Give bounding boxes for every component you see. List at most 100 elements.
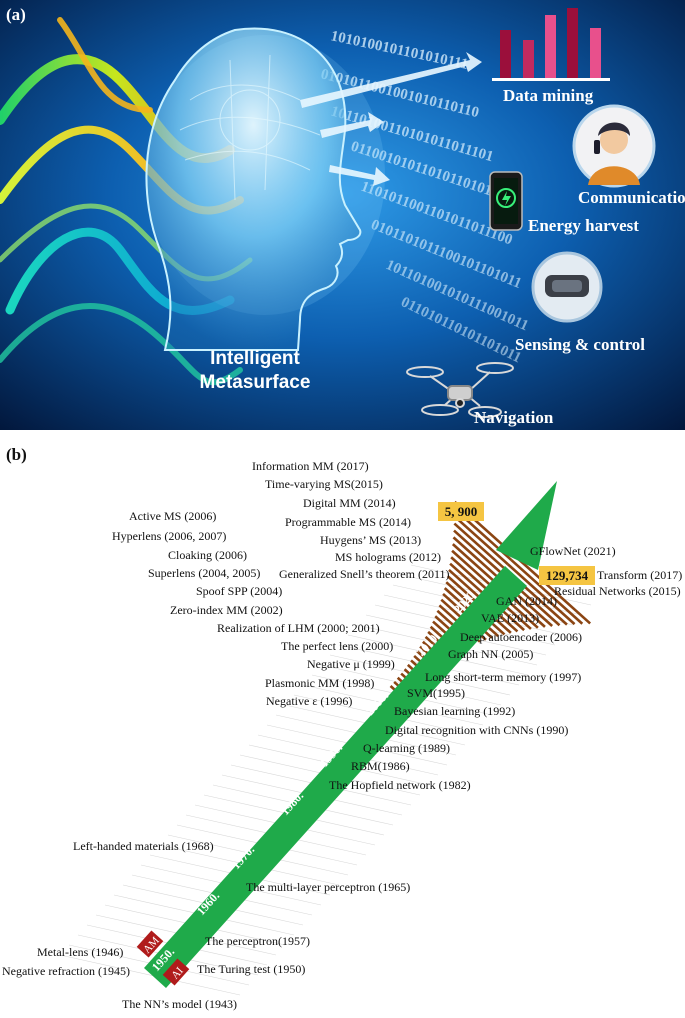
- app-label-data-mining: Data mining: [503, 86, 594, 105]
- vr-headset-icon: [531, 251, 603, 323]
- ai-milestone: Digital recognition with CNNs (1990): [385, 723, 568, 737]
- publication-bar: [421, 640, 433, 651]
- highlight-right-value: 129,734: [546, 568, 589, 583]
- mm-milestone: Information MM (2017): [252, 459, 369, 473]
- mm-milestone: Negative ε (1996): [266, 694, 352, 708]
- ai-milestone: The Hopfield network (1982): [329, 778, 471, 792]
- mm-milestone: Cloaking (2006): [168, 548, 247, 562]
- mm-milestone: Realization of LHM (2000; 2001): [217, 621, 380, 635]
- mm-milestone: Huygens’ MS (2013): [320, 533, 421, 547]
- ai-milestone: Graph NN (2005): [448, 647, 533, 661]
- panel-b-label: (b): [6, 445, 27, 464]
- data-mining-chart-icon: [492, 8, 610, 81]
- publication-bar: [451, 549, 491, 586]
- publication-bar: [446, 575, 476, 602]
- app-label-navigation: Navigation: [474, 408, 554, 427]
- panel-a-label: (a): [6, 5, 26, 24]
- ai-milestone: Bayesian learning (1992): [394, 704, 515, 718]
- publication-bar: [419, 645, 429, 655]
- publication-bar: [424, 635, 436, 647]
- ai-milestones: GFlowNet (2021) Transform (2017) Residua…: [122, 544, 682, 1011]
- publication-bar: [506, 563, 576, 626]
- ai-milestone: The perceptron(1957): [205, 934, 310, 948]
- app-label-sensing-control: Sensing & control: [515, 335, 645, 354]
- metamaterial-publication-bars: [389, 500, 516, 691]
- publication-bar: [450, 556, 487, 590]
- mm-milestone: Generalized Snell’s theorem (2011): [279, 567, 450, 581]
- mm-milestone: Negative μ (1999): [307, 657, 395, 671]
- ai-milestone: SVM(1995): [407, 686, 465, 700]
- publication-bar: [416, 650, 425, 659]
- publication-bar: [453, 529, 502, 574]
- publication-bar: [406, 663, 415, 671]
- publication-bar: [440, 598, 462, 618]
- mm-milestone: Zero-index MM (2002): [170, 603, 283, 617]
- ai-milestone: VAE (2013): [481, 611, 539, 625]
- communication-person-icon: [572, 104, 656, 188]
- publication-bar: [514, 555, 592, 625]
- mm-milestone: Hyperlens (2006, 2007): [112, 529, 226, 543]
- phone-charging-icon: [489, 171, 523, 231]
- panel-a-canvas: 1010100101101010111010101100100101011011…: [0, 0, 685, 430]
- publication-bar: [453, 522, 505, 570]
- guide-line: [59, 954, 241, 996]
- publication-bar: [448, 568, 480, 598]
- publication-bar: [403, 668, 411, 675]
- publication-bar: [510, 559, 584, 625]
- ai-milestone: Long short-term memory (1997): [425, 670, 581, 684]
- publication-bar: [438, 604, 458, 622]
- publication-bar: [453, 508, 513, 562]
- glowing-head: [145, 27, 385, 351]
- ai-milestone: GAN (2014): [496, 594, 557, 608]
- drone-icon: [406, 362, 514, 418]
- ai-badge: AI: [162, 958, 190, 986]
- highlight-left-value: 5, 900: [445, 504, 478, 519]
- publication-bar: [436, 609, 455, 626]
- mm-milestone: Superlens (2004, 2005): [148, 566, 260, 580]
- mm-milestone: Time-varying MS(2015): [265, 477, 383, 491]
- mm-milestone: Digital MM (2014): [303, 496, 396, 510]
- publication-bar: [432, 620, 447, 635]
- ai-milestone: Deep autoencoder (2006): [460, 630, 582, 644]
- publication-bar: [451, 543, 495, 582]
- publication-bar: [449, 562, 484, 594]
- publication-bar: [442, 593, 465, 614]
- highlight-box-right: [539, 566, 595, 585]
- publication-bar: [413, 654, 422, 663]
- publication-bar: [434, 615, 451, 631]
- ai-milestone: The multi-layer perceptron (1965): [246, 880, 410, 894]
- center-title-line1: Intelligent: [210, 348, 300, 369]
- mm-milestone: Programmable MS (2014): [285, 515, 411, 529]
- center-title-line2: Metasurface: [200, 372, 311, 393]
- publication-bar: [427, 630, 440, 643]
- publication-bar: [452, 536, 498, 578]
- ai-milestone: GFlowNet (2021): [530, 544, 616, 558]
- ai-milestone: The Turing test (1950): [197, 962, 305, 976]
- highlight-box-left: [438, 502, 484, 521]
- metamaterial-milestones: Information MM (2017) Time-varying MS(20…: [2, 459, 450, 978]
- mm-milestone: Metal-lens (1946): [37, 945, 123, 959]
- ai-milestone: Transform (2017): [597, 568, 682, 582]
- app-label-energy-harvest: Energy harvest: [528, 216, 639, 235]
- mm-milestone: Left-handed materials (1968): [73, 839, 214, 853]
- mm-milestone: Negative refraction (1945): [2, 964, 130, 978]
- mm-milestone: Plasmonic MM (1998): [265, 676, 374, 690]
- ai-milestone: The NN’s model (1943): [122, 997, 237, 1011]
- mm-milestone: Spoof SPP (2004): [196, 584, 282, 598]
- timeline-arrow: [144, 481, 557, 988]
- publication-bar: [429, 625, 444, 639]
- publication-bar: [445, 581, 473, 606]
- mm-milestone: The perfect lens (2000): [281, 639, 393, 653]
- publication-bar: [453, 515, 509, 566]
- ai-milestone: RBM(1986): [351, 759, 410, 773]
- publication-bar: [410, 659, 418, 667]
- ai-milestone: Residual Networks (2015): [554, 584, 681, 598]
- mm-milestone: MS holograms (2012): [335, 550, 441, 564]
- data-arrows: [300, 52, 482, 186]
- mm-milestone: Active MS (2006): [129, 509, 216, 523]
- ai-milestone: Q-learning (1989): [363, 741, 450, 755]
- app-label-communication: Communication: [578, 188, 685, 207]
